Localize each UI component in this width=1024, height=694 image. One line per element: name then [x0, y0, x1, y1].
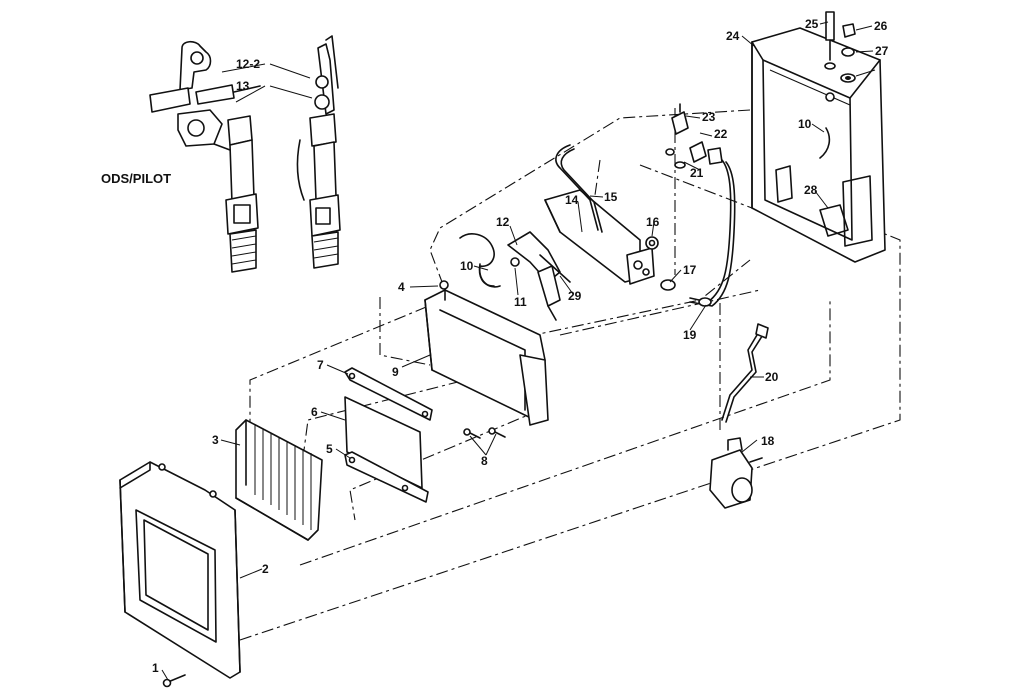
- callout-17: 18: [761, 434, 775, 448]
- pilot-tube-part-14: [555, 144, 603, 233]
- callout-24: 25: [805, 17, 819, 31]
- screw-part-1: [162, 674, 186, 688]
- nut-part-15: [645, 236, 659, 250]
- callout-14: 15: [604, 190, 618, 204]
- callout-6: 6: [311, 405, 318, 419]
- ods-pilot-detail-left: [149, 40, 261, 273]
- callout-21: 22: [714, 127, 728, 141]
- callout-12: 12: [496, 215, 510, 229]
- callout-26: 27: [875, 44, 889, 58]
- callout-1: 1: [152, 661, 159, 675]
- callout-20: 21: [690, 166, 704, 180]
- bracket-part-5: [344, 451, 429, 503]
- gas-tube-part-18: [689, 159, 736, 307]
- fitting-part-16: [660, 279, 676, 291]
- callout-15: 16: [646, 215, 660, 229]
- callout-10-pilot: 10: [460, 259, 474, 273]
- burner-bracket-part-13: [544, 189, 655, 285]
- callout-18: 19: [683, 328, 697, 342]
- section-label-ods-pilot: ODS/PILOT: [101, 171, 171, 186]
- callout-3: 3: [212, 433, 219, 447]
- pilot-assembly-part-12: [459, 231, 571, 321]
- callout-8: 8: [481, 454, 488, 468]
- callout-5: 5: [326, 442, 333, 456]
- callout-2: 2: [262, 562, 269, 576]
- callout-23: 24: [726, 29, 740, 43]
- tube-part-19: [721, 323, 769, 423]
- back-cabinet-part-23: [751, 27, 886, 263]
- callout-11: 11: [514, 295, 527, 309]
- callout-labels: ODS/PILOT 12-2 13 1 2 3 4 5 6 7 8 9 10 1…: [101, 17, 889, 675]
- control-valve-part-17: [709, 437, 763, 509]
- leader-lines: [161, 21, 876, 681]
- ods-pilot-detail-right: [296, 35, 341, 269]
- callout-4: 4: [398, 280, 405, 294]
- callout-12-2: 13: [236, 79, 250, 93]
- screws-part-8: [463, 427, 506, 439]
- front-casing-part-2: [119, 461, 241, 679]
- callout-9: 9: [392, 365, 399, 379]
- callout-16: 17: [683, 263, 697, 277]
- callout-19: 20: [765, 370, 779, 384]
- callout-7: 7: [317, 358, 324, 372]
- grill-part-3: [235, 419, 323, 541]
- top-hardware-parts-24-29: [824, 11, 856, 83]
- burner-box-part-9: [424, 280, 549, 426]
- callout-10-cabinet: 10: [798, 117, 812, 131]
- callout-13: 14: [565, 193, 579, 207]
- callout-25: 26: [874, 19, 888, 33]
- thermocouple-tube-part-10: [478, 263, 495, 287]
- callout-27: 28: [804, 183, 818, 197]
- fittings-parts-20-22: [665, 103, 723, 169]
- callout-22: 23: [702, 110, 716, 124]
- bracket-part-7: [344, 367, 433, 421]
- callout-28: 29: [568, 289, 582, 303]
- callout-12-1: 12-2: [236, 57, 260, 71]
